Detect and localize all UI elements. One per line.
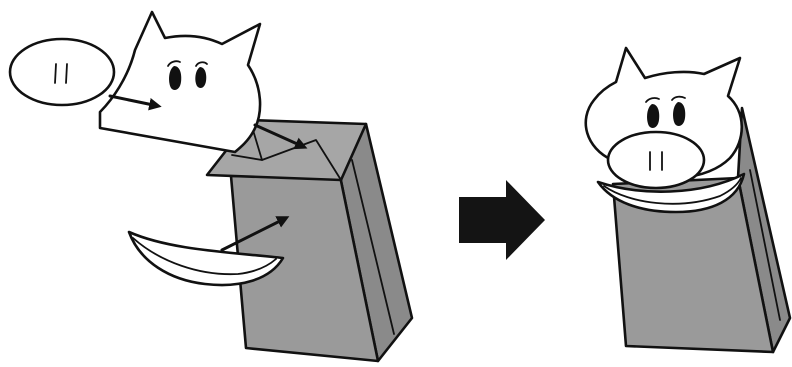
pig-head-cutout [100, 12, 260, 152]
snout-oval [10, 39, 114, 105]
nostril-left [55, 64, 56, 83]
puppet-snout [608, 132, 704, 188]
assembly-step [10, 12, 412, 361]
right-arrow-icon [459, 180, 545, 260]
snout-cutout [10, 39, 114, 105]
pig-puppet [586, 48, 790, 352]
nostril-right [66, 64, 67, 83]
